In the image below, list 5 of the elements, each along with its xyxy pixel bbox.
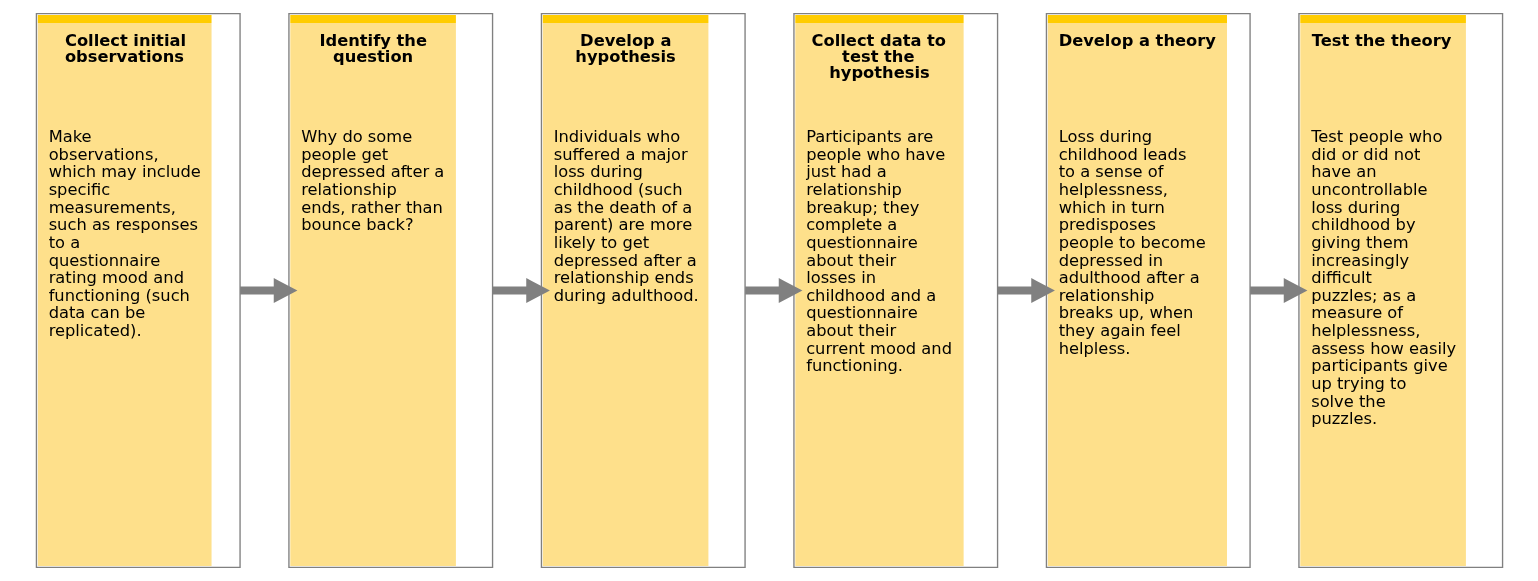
arrow (492, 278, 550, 303)
arrow (744, 278, 802, 303)
arrow (239, 278, 297, 303)
arrow (1249, 278, 1307, 303)
arrow (997, 278, 1055, 303)
